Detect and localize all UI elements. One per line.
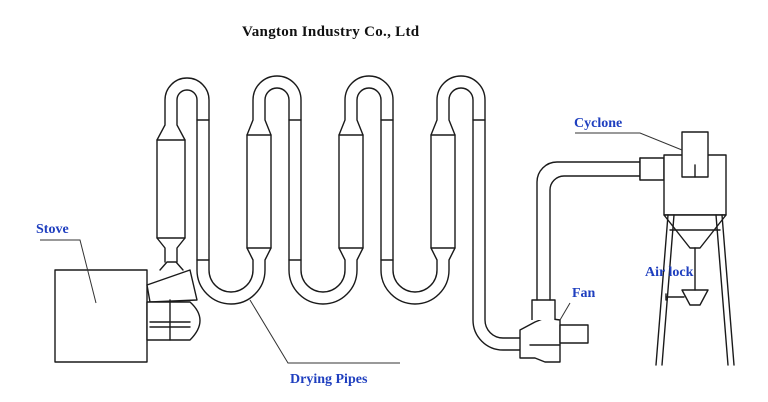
label-drying-pipes: Drying Pipes [290,372,368,387]
fan-leader [559,302,571,321]
company-title: Vangton Industry Co., Ltd [242,24,420,40]
stove-leader [40,239,97,304]
cyclone-unit [639,131,735,366]
label-stove: Stove [36,222,69,237]
label-air-lock: Air lock [645,265,694,280]
drying-pipes-leader [249,299,400,364]
label-cyclone: Cyclone [574,116,623,131]
drying-pipes [156,75,521,351]
stove-unit [54,261,201,363]
label-fan: Fan [572,286,596,301]
cyclone-leader [575,132,683,151]
fan-unit [519,157,641,363]
